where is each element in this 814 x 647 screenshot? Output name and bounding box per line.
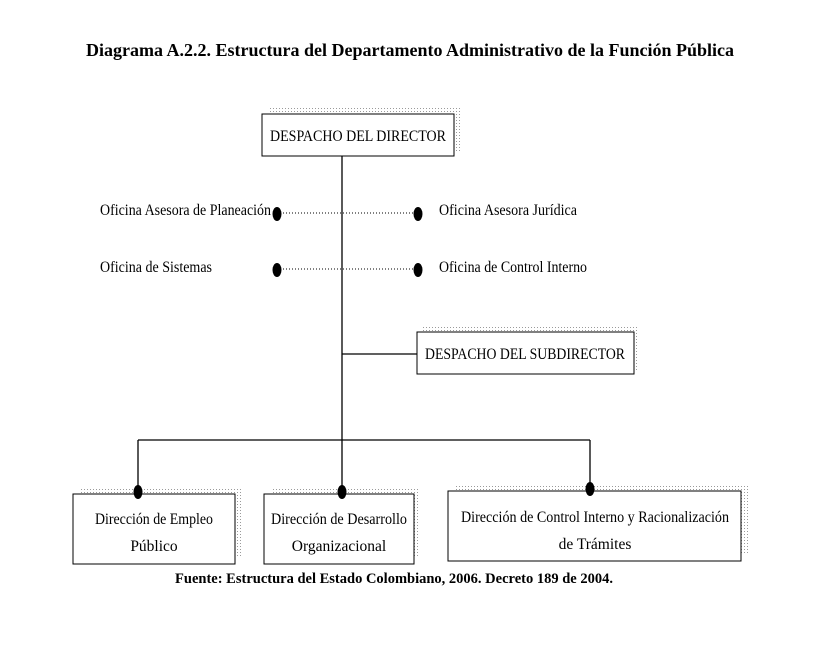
director-node: DESPACHO DEL DIRECTOR: [261, 108, 462, 157]
diagram-title: Diagrama A.2.2. Estructura del Departame…: [86, 40, 734, 60]
junction-dot-empleo: [133, 485, 143, 499]
office-control-interno-label: Oficina de Control Interno: [439, 259, 587, 276]
subdirector-node: DESPACHO DEL SUBDIRECTOR: [416, 326, 639, 375]
office-dot-control-interno: [413, 263, 423, 277]
director-box: [261, 113, 455, 157]
desarrollo-label-line-1: Dirección de Desarrollo: [271, 511, 407, 528]
office-sistemas-label: Oficina de Sistemas: [100, 259, 212, 276]
empleo-node: Dirección de Empleo Público: [72, 488, 242, 565]
control-label-line-2: de Trámites: [559, 536, 632, 553]
junction-dot-control: [585, 482, 595, 496]
subdirector-label: DESPACHO DEL SUBDIRECTOR: [425, 346, 625, 363]
control-label-line-1: Dirección de Control Interno y Racionali…: [461, 509, 729, 526]
office-dot-juridica: [413, 207, 423, 221]
subdirector-box: [416, 331, 635, 375]
empleo-label-line-2: Público: [130, 538, 178, 555]
empleo-label-line-1: Dirección de Empleo: [95, 511, 213, 528]
connectors: [137, 156, 591, 493]
empleo-box: [72, 493, 236, 565]
junction-dots: [133, 207, 595, 499]
control-node: Dirección de Control Interno y Racionali…: [447, 485, 748, 562]
desarrollo-box: [263, 493, 415, 565]
director-label: DESPACHO DEL DIRECTOR: [270, 128, 446, 145]
source-note: Fuente: Estructura del Estado Colombiano…: [175, 571, 613, 587]
office-dot-planeacion: [272, 207, 282, 221]
desarrollo-node: Dirección de Desarrollo Organizacional: [263, 488, 420, 565]
junction-dot-desarrollo: [337, 485, 347, 499]
control-box: [447, 490, 742, 562]
desarrollo-label-line-2: Organizacional: [292, 538, 386, 555]
office-dot-sistemas: [272, 263, 282, 277]
office-juridica-label: Oficina Asesora Jurídica: [439, 202, 577, 219]
office-planeacion-label: Oficina Asesora de Planeación: [100, 202, 271, 219]
